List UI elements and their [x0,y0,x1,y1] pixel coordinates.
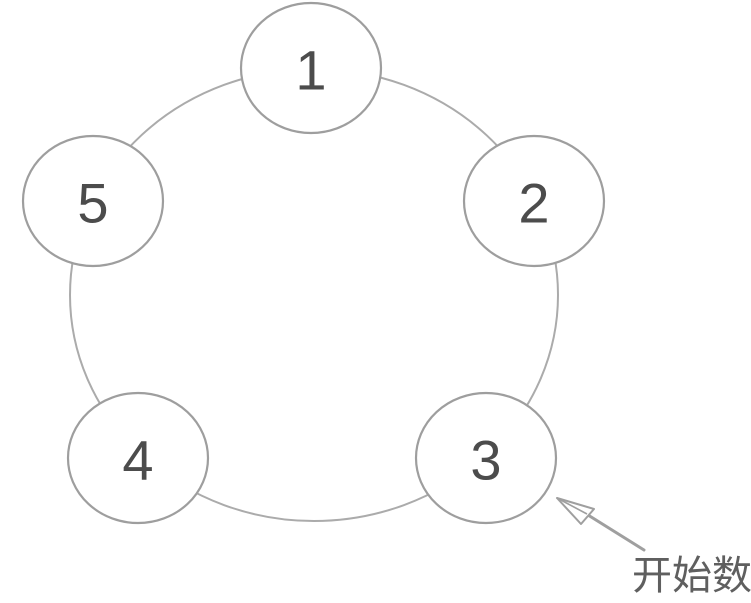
start-arrow-crease [556,497,588,515]
node-4-label: 4 [122,429,153,492]
node-3-circle [414,391,558,525]
node-3-label: 3 [470,429,501,492]
node-5-circle [21,134,165,268]
start-arrow [556,497,646,552]
node-3: 3 [414,391,558,525]
start-arrow-head-icon [556,497,595,525]
node-4-circle [66,391,210,525]
node-1-circle [239,1,383,135]
node-2-label: 2 [518,172,549,235]
node-1: 1 [239,1,383,135]
start-annotation-label: 开始数 [632,554,751,598]
node-4: 4 [66,391,210,525]
node-2-circle [462,134,606,268]
node-5-label: 5 [77,172,108,235]
node-1-label: 1 [295,39,326,102]
node-5: 5 [21,134,165,268]
start-arrow-shaft [586,513,646,552]
node-2: 2 [462,134,606,268]
